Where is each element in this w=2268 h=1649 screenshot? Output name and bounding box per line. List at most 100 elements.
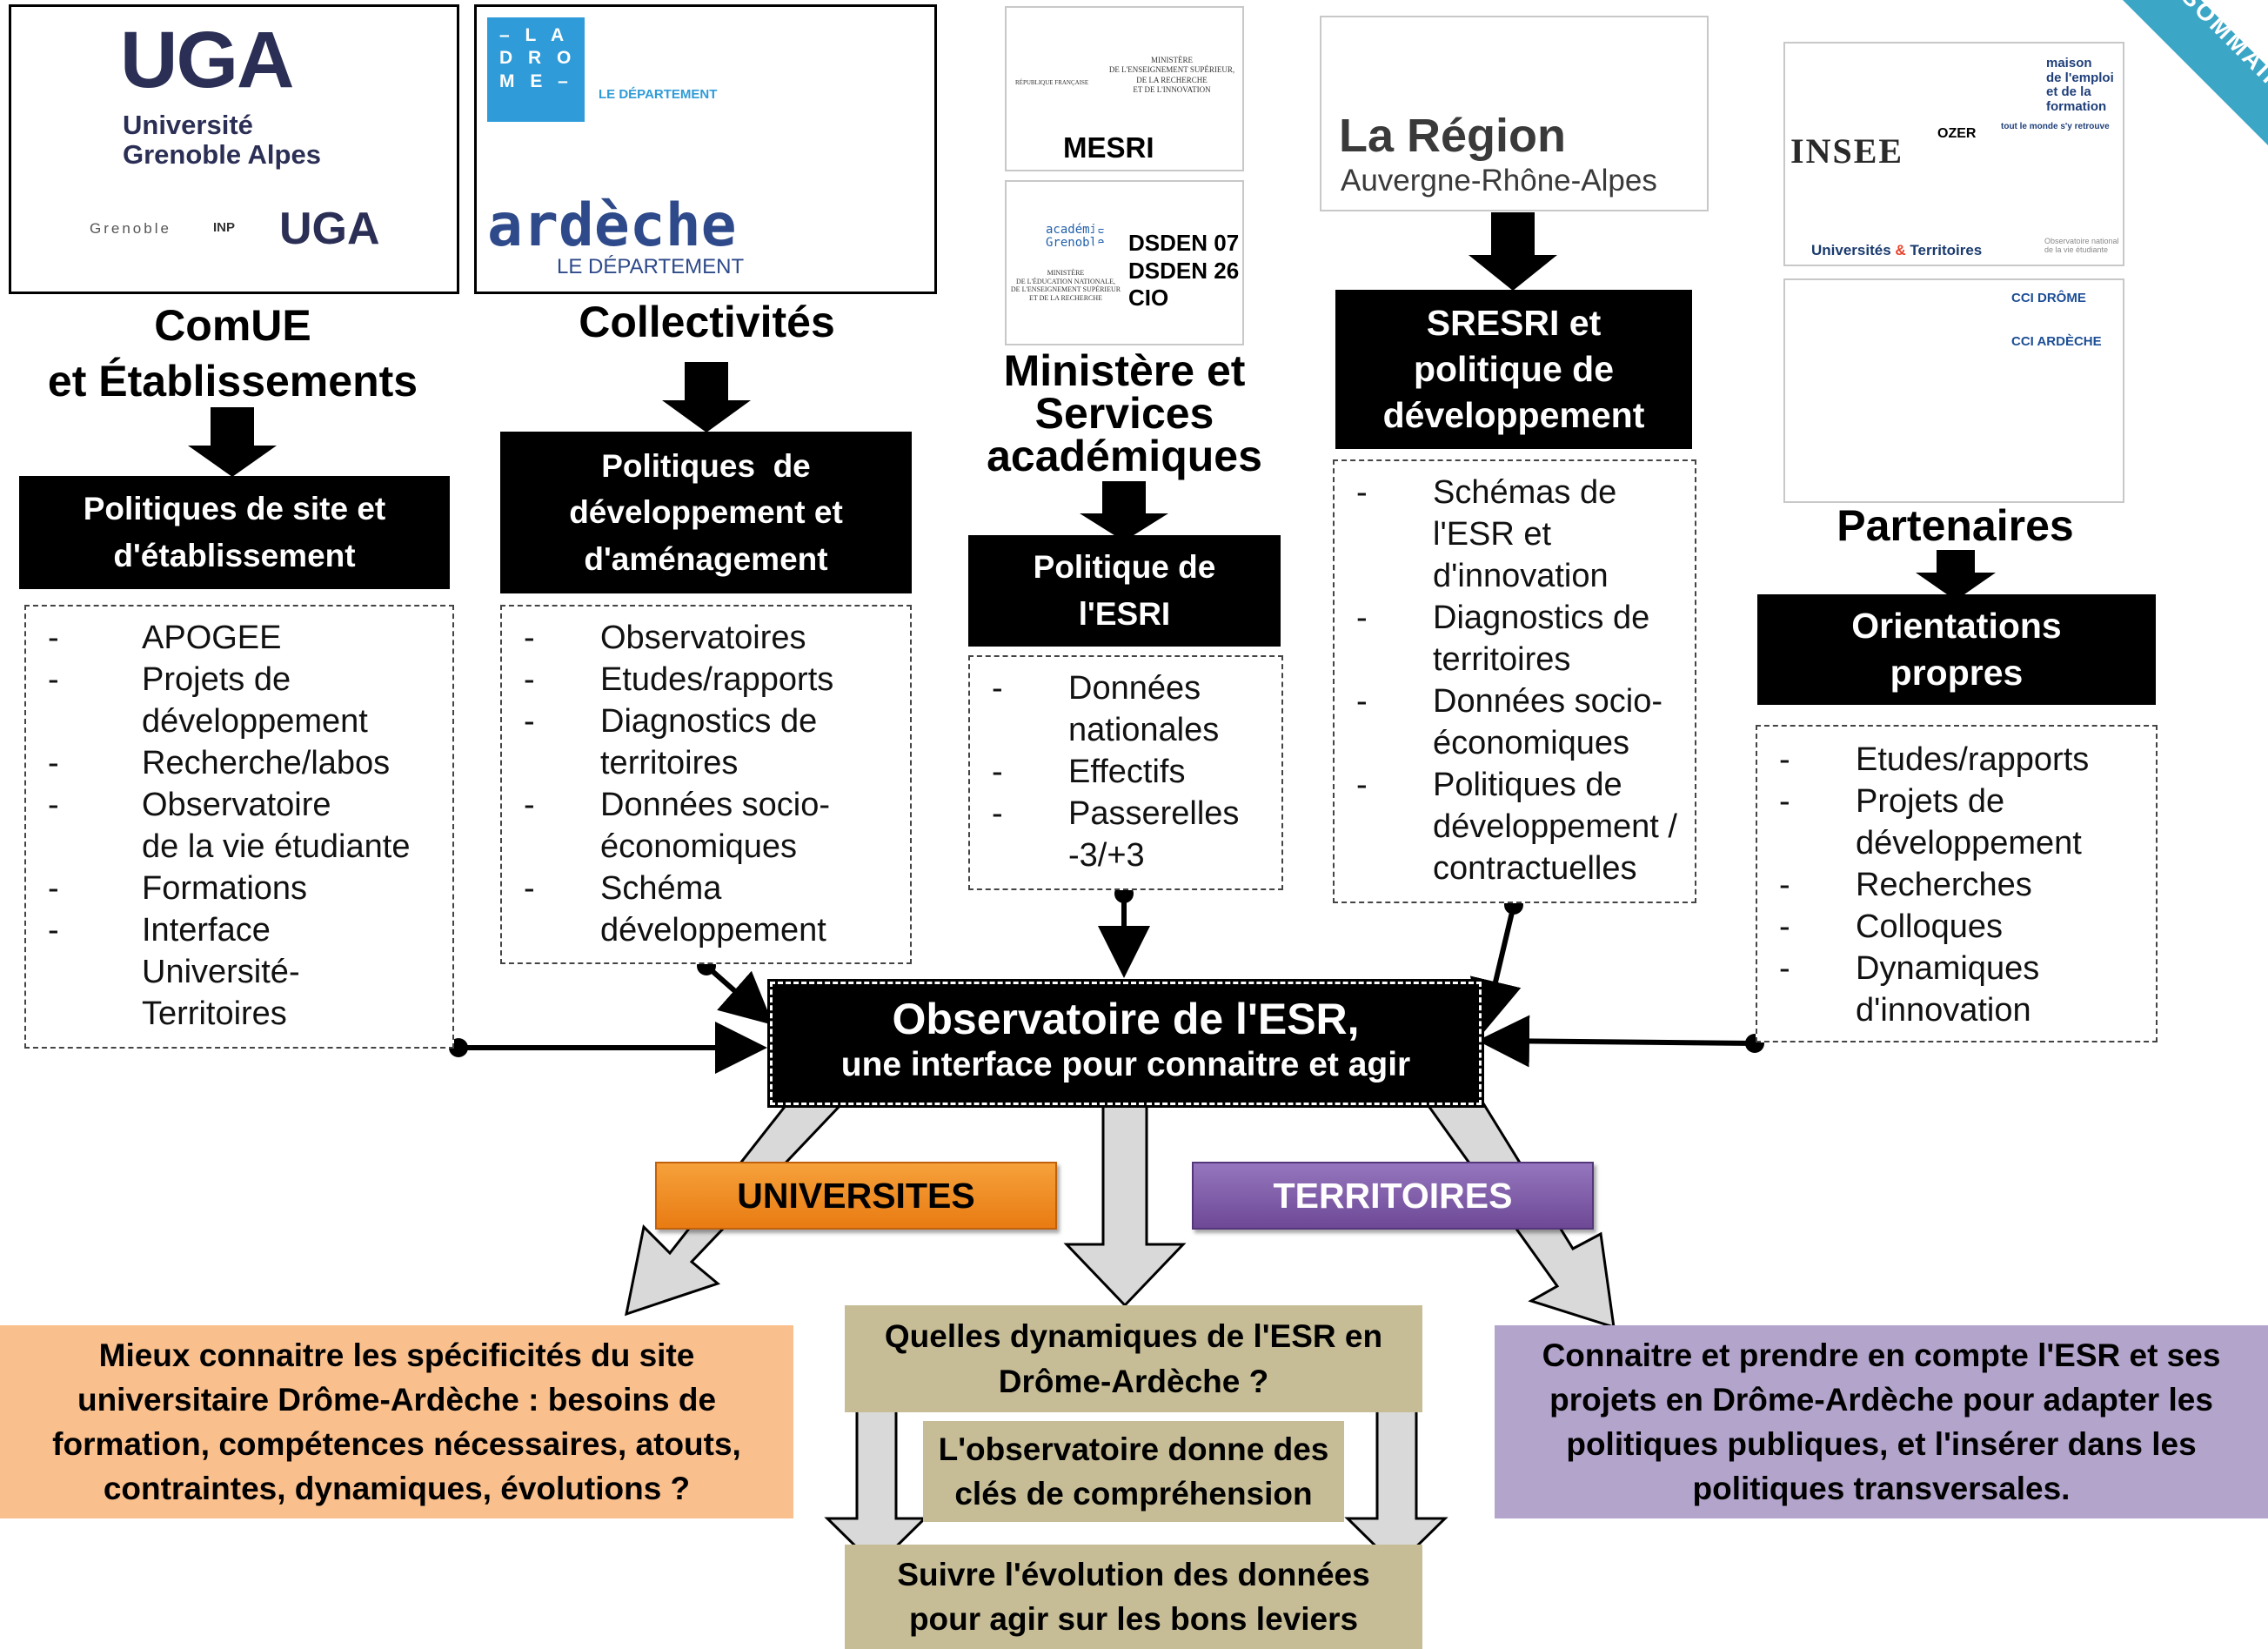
region-title: La Région <box>1339 110 1567 162</box>
crous-sub-2: Alpes <box>2013 444 2035 453</box>
list-item: -Passerelles -3/+3 <box>992 793 1281 876</box>
policy-partenaires-text: Orientations propres <box>1851 606 2062 693</box>
list-ministere: - Données nationales-Effectifs-Passerelle… <box>968 655 1283 890</box>
policy-partenaires: Orientations propres <box>1757 594 2156 705</box>
mesri-small-1: MINISTÈRE <box>1151 56 1193 64</box>
heading-comue: ComUE et Établissements <box>47 301 418 406</box>
list-item-text: Projets de développement <box>142 661 368 740</box>
corner-ribbon <box>2123 0 2268 145</box>
arrow-center-right-down <box>1344 1388 1448 1569</box>
list-item-text: Observatoires <box>600 620 806 656</box>
univ-terr-amp: & <box>1895 242 1906 258</box>
list-item-text: Observatoire de la vie étudiante <box>142 787 411 865</box>
list-item: -APOGEE <box>48 617 452 659</box>
list-item-text: APOGEE <box>142 620 282 656</box>
cci-drome-label: CCI DRÔME <box>2011 291 2086 305</box>
academie-small-1: MINISTÈRE <box>1047 269 1085 277</box>
mesri-logo-box: RÉPUBLIQUE FRANÇAISE MINISTÈRE DE L'ENSE… <box>1005 6 1244 171</box>
arrow-down-comue <box>188 407 277 477</box>
heading-partenaires: Partenaires <box>1836 501 2074 550</box>
policy-comue: Politiques de site et d'établissement <box>19 476 450 589</box>
ove-label: Observatoire national de la vie étudiant… <box>2044 237 2119 255</box>
arrow-down-collectivites <box>662 362 751 432</box>
bullet-dash: - <box>524 787 535 823</box>
bullet-dash: - <box>524 870 535 907</box>
output-universites: Mieux connaitre les spécificités du site… <box>0 1325 793 1518</box>
bullet-dash: - <box>48 787 59 823</box>
list-item-text: Interface Université- Territoires <box>142 912 300 1032</box>
list-item: -Projets de développement <box>1779 781 2156 864</box>
output-center-q2: L'observatoire donne des clés de compréh… <box>923 1421 1344 1522</box>
list-item: -Effectifs <box>992 751 1281 793</box>
collectivites-logo-box: – L A D R O M E – LE DÉPARTEMENT valence… <box>474 4 937 294</box>
list-comue-items: -APOGEE-Projets de développement-Recherc… <box>48 617 452 1035</box>
maison-tagline: tout le monde s'y retrouve <box>2001 122 2110 131</box>
list-item-text: Diagnostics de territoires <box>600 703 818 781</box>
bullet-dash: - <box>1356 683 1368 720</box>
dsden-labels: DSDEN 07 DSDEN 26 CIO <box>1128 230 1239 312</box>
heading-ministere: Ministère et Services académiques <box>987 346 1262 480</box>
bullet-dash: - <box>1779 783 1790 820</box>
academie-line1: académie <box>1046 223 1105 237</box>
bullet-dash: - <box>1779 950 1790 987</box>
inp-label: INP <box>213 220 236 235</box>
ardeche-wordmark: ardèche <box>487 191 737 260</box>
uga-sub2: Grenoble Alpes <box>123 139 321 170</box>
region-logo-box: La Région Auvergne-Rhône-Alpes <box>1320 16 1709 211</box>
insee-label: INSEE <box>1790 131 1904 171</box>
list-item: - Données nationales <box>992 667 1281 751</box>
output-territoires: Connaitre et prendre en compte l'ESR et … <box>1495 1325 2268 1518</box>
drome-line3: M E – <box>499 70 573 91</box>
list-item: -Données socio- économiques <box>1356 680 1695 764</box>
output-center-q3: Suivre l'évolution des données pour agir… <box>845 1545 1422 1649</box>
list-item: - Interface Université- Territoires <box>48 909 452 1035</box>
connector-collectivites <box>705 963 773 1025</box>
mesri-label: MESRI <box>1063 131 1154 164</box>
bullet-dash: - <box>48 870 59 907</box>
output-center-q1: Quelles dynamiques de l'ESR en Drôme-Ard… <box>845 1305 1422 1412</box>
observatoire-title: Observatoire de l'ESR, <box>892 995 1360 1043</box>
policy-ministere-text: Politique de l'ESRI <box>1033 549 1216 632</box>
list-item: -Dynamiques d'innovation <box>1779 948 2156 1031</box>
univ-territoires-label: Universités & Territoires <box>1811 242 1982 259</box>
list-item: -Colloques <box>1779 906 2156 948</box>
list-item-text: Colloques <box>1856 908 2003 945</box>
partenaires-logo-box-2: CCI DRÔME CCI ARDÈCHE VILLE DE VALENCE C… <box>1783 278 2124 503</box>
bullet-dash: - <box>48 912 59 949</box>
connector-partenaires <box>1477 1015 1756 1068</box>
list-collectivites-items: -Observatoires-Etudes/rapports-Diagnosti… <box>524 617 910 951</box>
bullet-dash: - <box>1356 474 1368 511</box>
observatoire-box: Observatoire de l'ESR, une interface pou… <box>767 979 1484 1108</box>
uga-sub1: Université <box>123 110 253 140</box>
bullet-dash: - <box>992 670 1003 707</box>
list-item-text: Politiques de développement / contractue… <box>1433 767 1677 887</box>
bullet-dash: - <box>1779 741 1790 778</box>
bullet-dash: - <box>48 661 59 698</box>
list-item: -Observatoires <box>524 617 910 659</box>
list-item-text: Diagnostics de territoires <box>1433 600 1650 678</box>
list-item-text: Données nationales <box>1068 670 1220 748</box>
grenoble-label: Grenoble <box>90 220 171 237</box>
list-item: -Schémas de l'ESR et d'innovation <box>1356 472 1695 597</box>
mesri-small-4: ET DE L'INNOVATION <box>1133 84 1211 94</box>
policy-sresri: SRESRI et politique de développement <box>1335 290 1692 449</box>
drome-line1: – L A <box>499 25 570 45</box>
territoires-label: TERRITOIRES <box>1192 1162 1594 1230</box>
output-universites-text: Mieux connaitre les spécificités du site… <box>52 1337 741 1507</box>
list-sresri: -Schémas de l'ESR et d'innovation-Diagno… <box>1333 459 1696 903</box>
list-item: -Diagnostics de territoires <box>524 700 910 784</box>
crous-label: Crous <box>2032 407 2101 433</box>
list-collectivites: -Observatoires-Etudes/rapports-Diagnosti… <box>500 605 912 964</box>
ville-de-label: VILLE DE <box>1847 388 1899 401</box>
policy-collectivites-text: Politiques de développement et d'aménage… <box>569 447 843 577</box>
bullet-dash: - <box>1779 867 1790 903</box>
academie-small-3: DE L'ENSEIGNEMENT SUPÉRIEUR <box>1010 285 1121 294</box>
bullet-dash: - <box>524 661 535 698</box>
list-item-text: Effectifs <box>1068 754 1186 790</box>
maison-line2: de l'emploi <box>2046 70 2114 85</box>
policy-collectivites: Politiques de développement et d'aménage… <box>500 432 912 593</box>
list-item: -Recherches <box>1779 864 2156 906</box>
universites-label: UNIVERSITES <box>655 1162 1057 1230</box>
list-item: -Schéma développement <box>524 868 910 951</box>
observatoire-subtitle: une interface pour connaitre et agir <box>840 1046 1411 1083</box>
